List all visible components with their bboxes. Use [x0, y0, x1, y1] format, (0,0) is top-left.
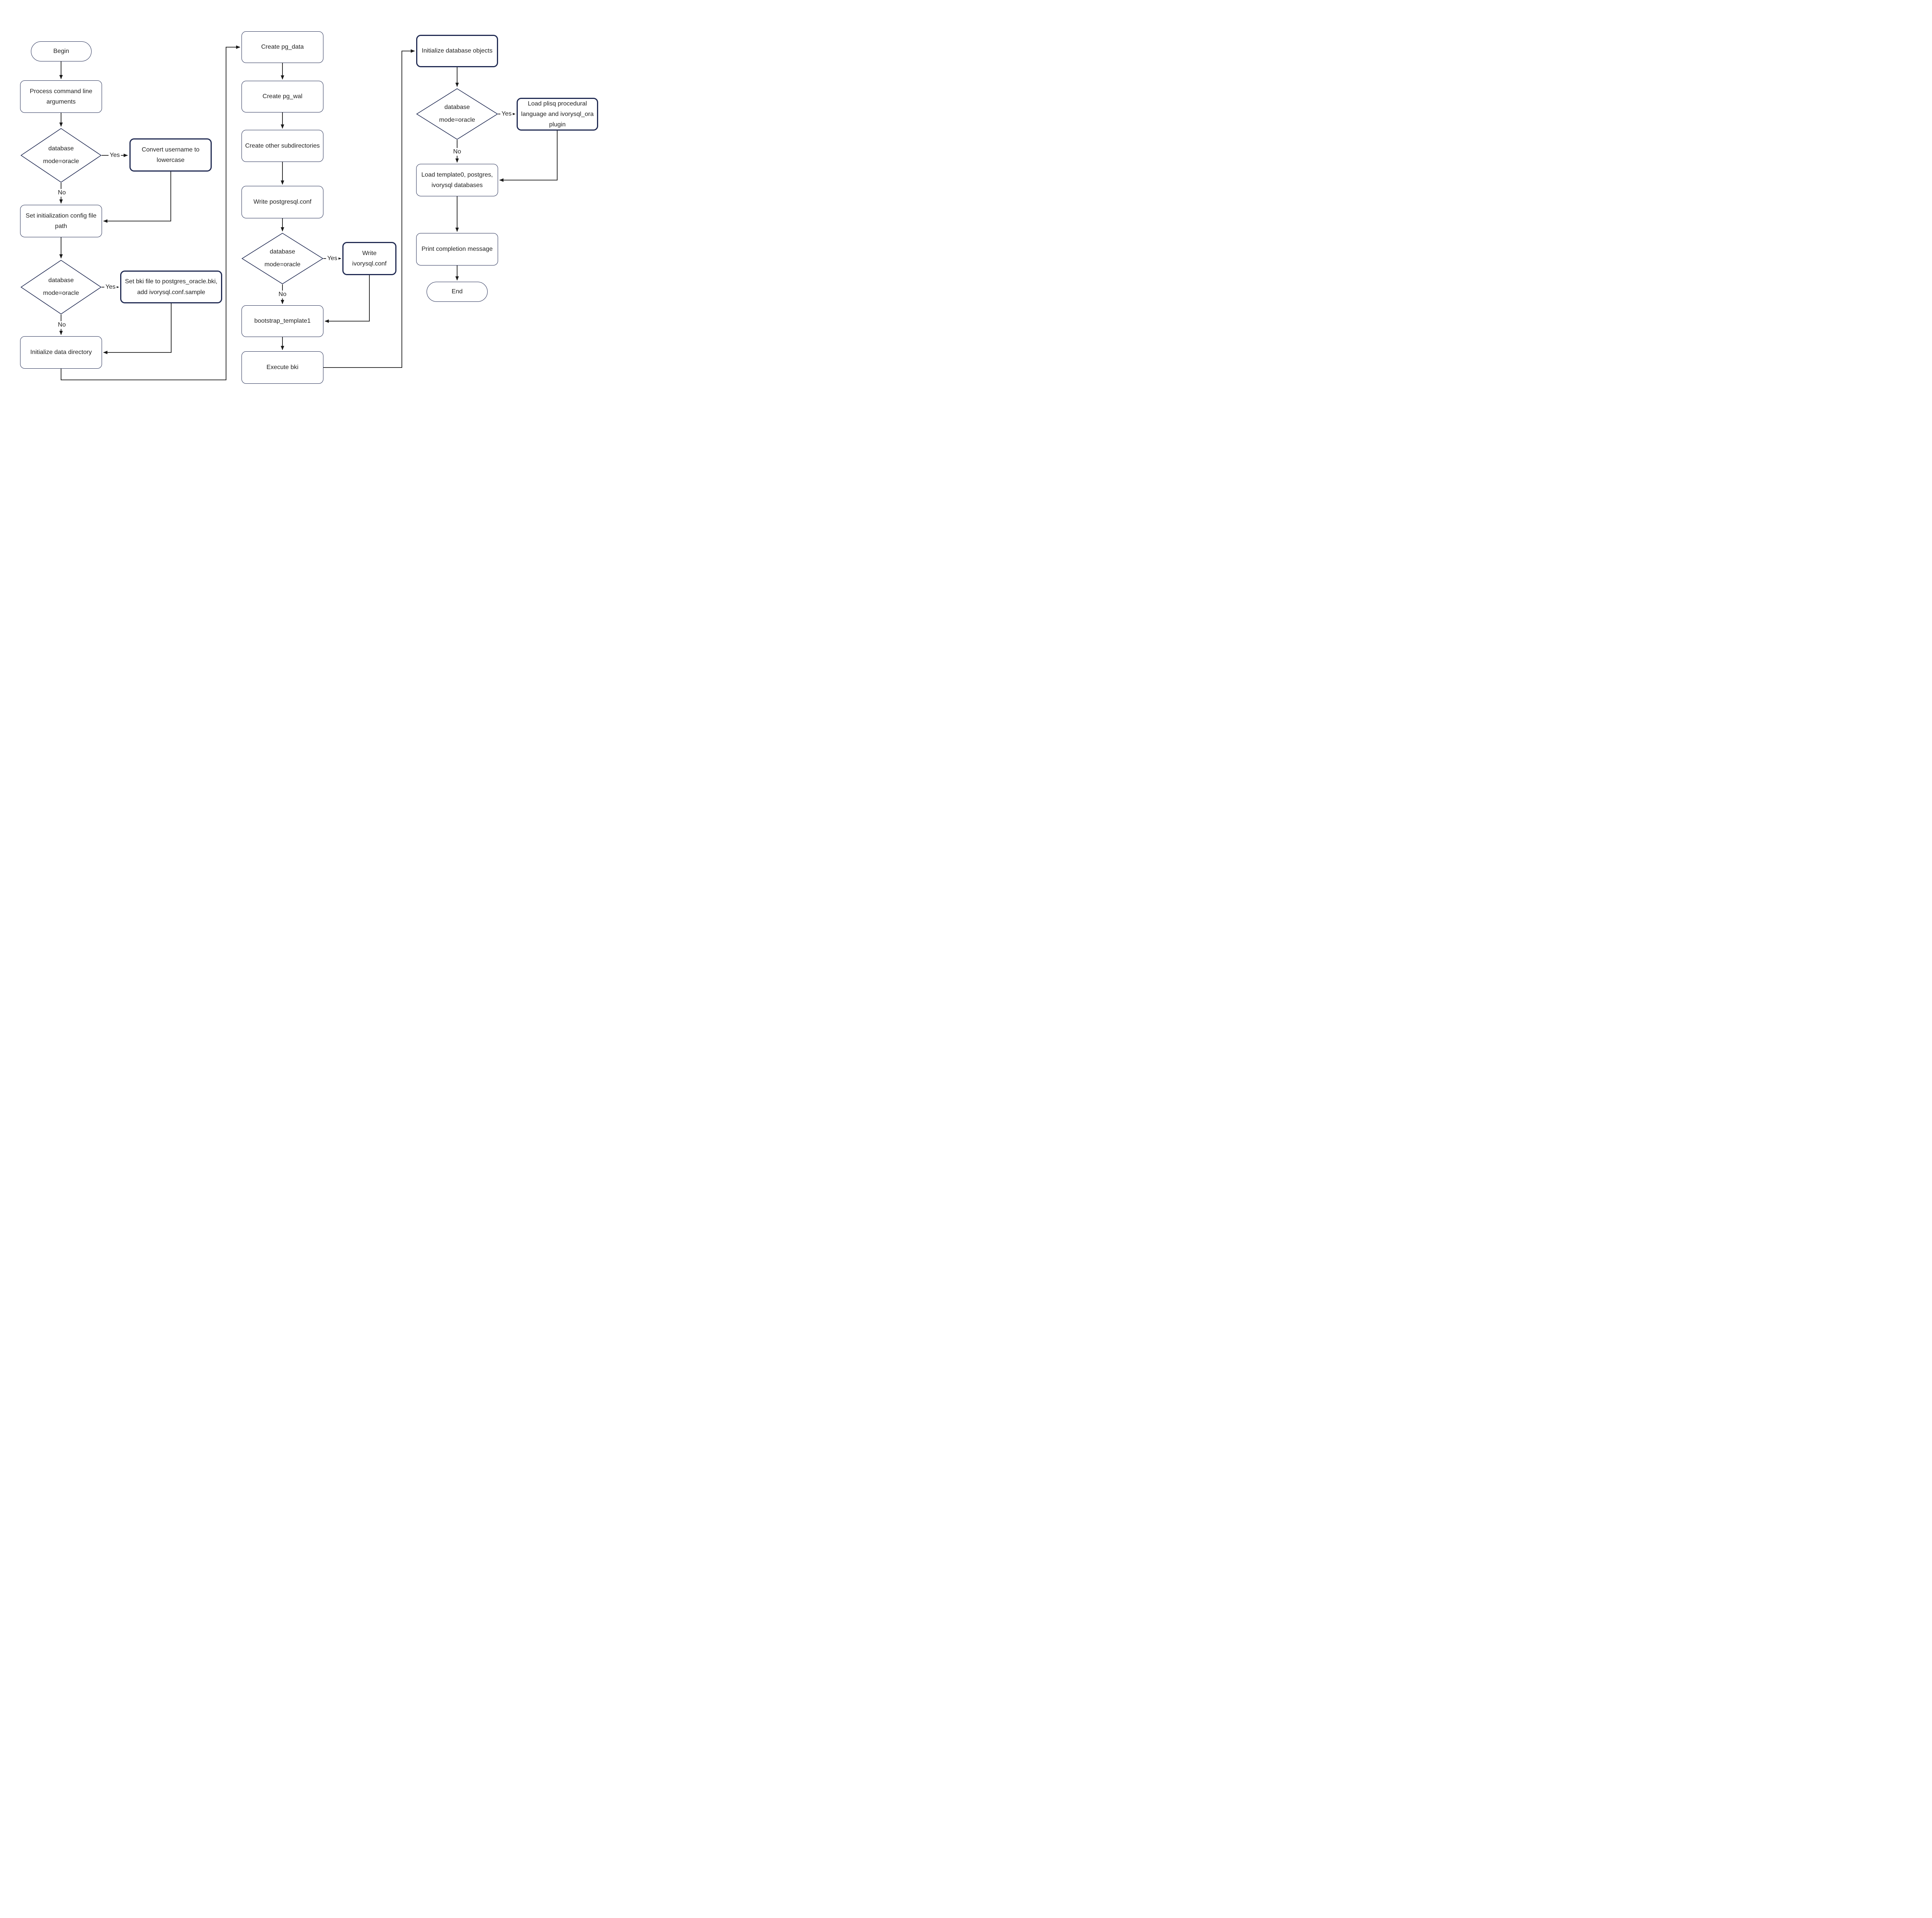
- node-label: Write postgresql.conf: [253, 199, 311, 206]
- node-bootstrap-template1: bootstrap_template1: [242, 305, 323, 337]
- node-label: Set bki file to postgres_oracle.bki, add…: [125, 278, 218, 296]
- edge-label-yes: Yes: [104, 283, 117, 291]
- node-label: Create pg_data: [261, 44, 304, 51]
- node-print-completion: Print completion message: [416, 233, 498, 265]
- node-write-postgresql-conf: Write postgresql.conf: [242, 186, 323, 218]
- flowchart-canvas: Begin Process command line arguments dat…: [0, 0, 599, 425]
- edge-setbki-to-initdir: [103, 303, 172, 354]
- node-create-other-subdirs: Create other subdirectories: [242, 130, 323, 162]
- node-label: bootstrap_template1: [254, 318, 311, 325]
- node-label: Initialize data directory: [30, 349, 92, 356]
- node-init-data-directory: Initialize data directory: [20, 336, 102, 369]
- edge-label-yes: Yes: [108, 151, 121, 159]
- edge-label-no: No: [56, 321, 67, 329]
- node-label: Create other subdirectories: [245, 142, 320, 149]
- edge-label-no: No: [277, 291, 288, 298]
- node-label: Initialize database objects: [422, 48, 493, 54]
- node-execute-bki: Execute bki: [242, 351, 323, 384]
- diamond-shape: [242, 233, 323, 284]
- node-write-ivorysql-conf: Write ivorysql.conf: [342, 242, 396, 275]
- diamond-shape: [416, 88, 498, 140]
- diamond-shape: [20, 128, 102, 183]
- node-decision-oracle-3: database mode=oracle: [242, 233, 323, 284]
- node-label: Load plisq procedural language and ivory…: [521, 100, 594, 128]
- node-label: Write ivorysql.conf: [352, 250, 387, 267]
- node-label: Create pg_wal: [262, 93, 303, 100]
- connector-layer: [59, 45, 558, 380]
- node-load-plisq-plugin: Load plisq procedural language and ivory…: [517, 98, 598, 131]
- node-init-database-objects: Initialize database objects: [416, 35, 498, 67]
- node-convert-username: Convert username to lowercase: [129, 138, 212, 172]
- node-decision-oracle-4: database mode=oracle: [416, 88, 498, 140]
- node-label: Load template0, postgres, ivorysql datab…: [421, 171, 493, 189]
- node-set-bki-file: Set bki file to postgres_oracle.bki, add…: [120, 271, 222, 303]
- diamond-shape: [20, 260, 102, 315]
- node-label: database mode=oracle: [264, 248, 301, 268]
- edge-label-yes: Yes: [326, 255, 339, 262]
- node-label: Print completion message: [421, 246, 493, 253]
- edge-convert-to-setconfig: [103, 172, 171, 223]
- edge-label-yes: Yes: [500, 110, 513, 118]
- edge-executebki-to-initdb: [323, 49, 415, 368]
- edge-writeivory-to-bootstrap: [325, 275, 370, 323]
- node-begin: Begin: [31, 41, 92, 61]
- node-process-command-line: Process command line arguments: [20, 80, 102, 113]
- node-label: Convert username to lowercase: [141, 146, 200, 163]
- node-decision-oracle-2: database mode=oracle: [20, 260, 102, 315]
- node-label: database mode=oracle: [43, 145, 79, 165]
- node-label: End: [451, 288, 463, 295]
- node-end: End: [427, 282, 488, 302]
- edge-loadplisq-to-loaddb: [499, 131, 558, 182]
- node-create-pg-wal: Create pg_wal: [242, 81, 323, 112]
- node-label: Set initialization config file path: [26, 212, 97, 230]
- node-set-config-path: Set initialization config file path: [20, 205, 102, 237]
- node-label: Process command line arguments: [30, 88, 92, 105]
- node-label: database mode=oracle: [439, 104, 475, 123]
- edge-label-no: No: [452, 148, 463, 156]
- node-load-databases: Load template0, postgres, ivorysql datab…: [416, 164, 498, 196]
- edge-label-no: No: [56, 189, 67, 197]
- edge-initdir-to-pgdata: [61, 45, 240, 380]
- node-create-pg-data: Create pg_data: [242, 31, 323, 63]
- node-label: database mode=oracle: [43, 277, 79, 296]
- node-label: Begin: [53, 48, 69, 55]
- node-decision-oracle-1: database mode=oracle: [20, 128, 102, 183]
- node-label: Execute bki: [266, 364, 299, 371]
